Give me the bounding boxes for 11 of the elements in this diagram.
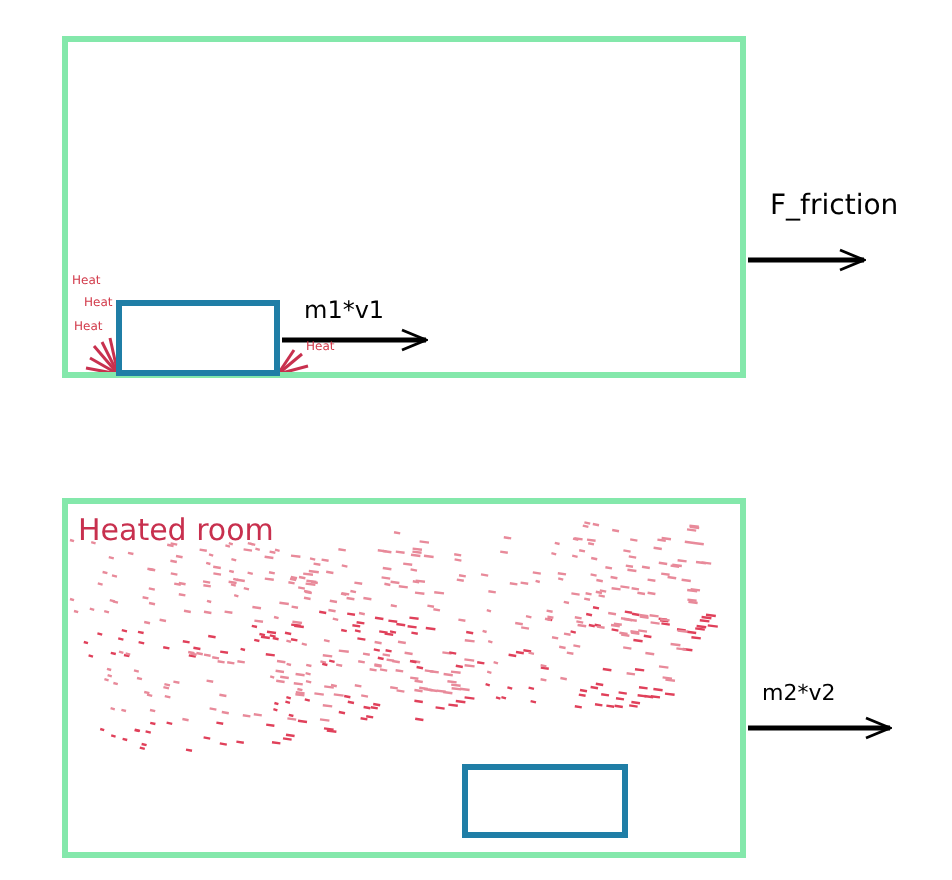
edge-label: F_friction	[768, 190, 901, 222]
arrow	[748, 716, 892, 740]
edge-label: m1*v1	[302, 296, 387, 324]
block-box	[116, 300, 280, 376]
arrow	[282, 328, 428, 352]
room-box	[62, 36, 746, 378]
block-box	[462, 764, 628, 838]
room-box	[62, 498, 746, 858]
arrow	[748, 248, 866, 272]
room-title: Heated room	[78, 512, 274, 548]
edge-label: m2*v2	[760, 680, 838, 706]
